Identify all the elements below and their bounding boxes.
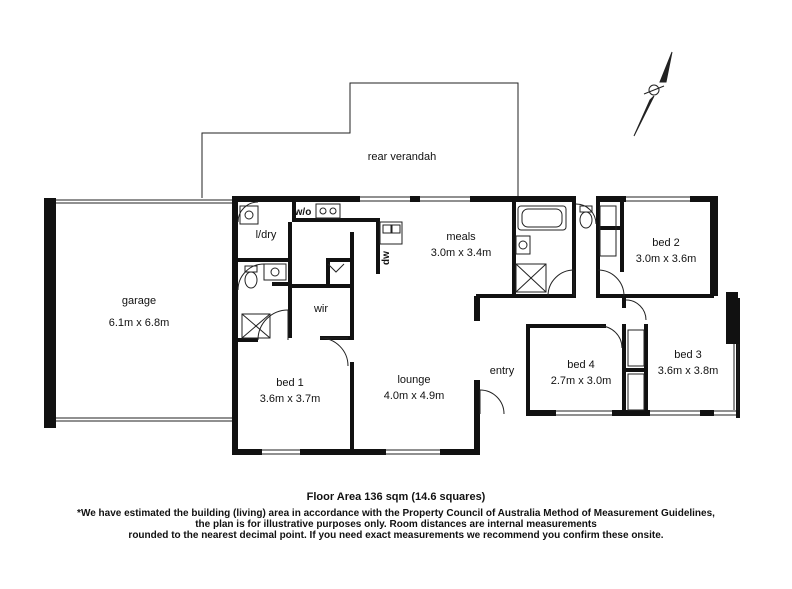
- north-arrow-icon: [633, 51, 673, 137]
- cooktop-icon: [315, 203, 341, 219]
- wir-label: wir: [313, 303, 328, 315]
- garage-dims: 6.1m x 6.8m: [109, 317, 170, 329]
- vanity-icon: [263, 263, 287, 281]
- bath-icon: [517, 205, 567, 231]
- rear-verandah-label: rear verandah: [368, 151, 437, 163]
- shower-icon-2: [241, 313, 271, 339]
- windows: [262, 196, 739, 455]
- exterior-walls: [232, 196, 740, 455]
- entry-label: entry: [490, 365, 515, 377]
- disclaimer-line-3: rounded to the nearest decimal point. If…: [128, 530, 664, 541]
- disclaimer-line-2: the plan is for illustrative purposes on…: [195, 519, 597, 530]
- kitchen-sink-icon: [379, 221, 403, 245]
- interior-walls: [238, 202, 714, 455]
- wo-label: w/o: [294, 207, 312, 218]
- bed4-label: bed 4: [567, 359, 595, 371]
- meals-dims: 3.0m x 3.4m: [431, 247, 492, 259]
- garage-walls: [44, 196, 238, 454]
- door-swings: [237, 201, 647, 415]
- toilet-icon-2: [244, 271, 258, 289]
- garage-label: garage: [122, 295, 156, 307]
- bed2-label: bed 2: [652, 237, 680, 249]
- fixtures: [239, 203, 645, 411]
- meals-label: meals: [446, 231, 476, 243]
- bed4-dims: 2.7m x 3.0m: [551, 375, 612, 387]
- rear-verandah-outline: [201, 82, 519, 198]
- bed1-dims: 3.6m x 3.7m: [260, 393, 321, 405]
- disclaimer: *We have estimated the building (living)…: [0, 508, 792, 541]
- lounge-label: lounge: [397, 374, 430, 386]
- laundry-trough-icon: [239, 205, 259, 225]
- shower-icon: [515, 263, 547, 293]
- bed3-label: bed 3: [674, 349, 702, 361]
- toilet-icon: [579, 211, 593, 229]
- bed3-dims: 3.6m x 3.8m: [658, 365, 719, 377]
- floor-area-text: Floor Area 136 sqm (14.6 squares): [306, 491, 486, 503]
- lounge-dims: 4.0m x 4.9m: [384, 390, 445, 402]
- disclaimer-line-1: *We have estimated the building (living)…: [77, 508, 715, 519]
- dw-label: dw: [381, 251, 392, 265]
- basin-icon: [515, 235, 531, 255]
- bed2-dims: 3.0m x 3.6m: [636, 253, 697, 265]
- bed1-label: bed 1: [276, 377, 304, 389]
- laundry-label: l/dry: [256, 229, 277, 241]
